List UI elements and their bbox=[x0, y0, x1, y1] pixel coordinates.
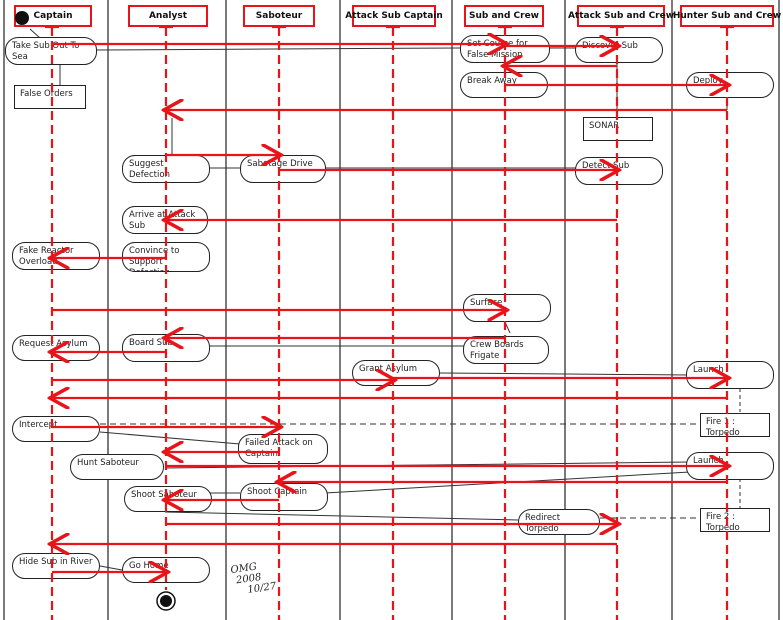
activity-failed-attack: Failed Attack on Captain bbox=[238, 434, 328, 464]
end-node-ring bbox=[156, 591, 176, 611]
object-sonar: SONAR bbox=[583, 117, 653, 141]
lane-header-saboteur: Saboteur bbox=[243, 5, 315, 27]
flow-line bbox=[99, 431, 241, 445]
object-fire-1-torpedo: Fire 1 : Torpedo bbox=[700, 413, 770, 438]
end-node bbox=[160, 595, 172, 607]
activity-intercept: Intercept bbox=[12, 416, 100, 442]
flow-line bbox=[99, 565, 123, 571]
start-node bbox=[15, 11, 29, 25]
activity-redirect-torpedo: Redirect Torpedo bbox=[518, 509, 600, 535]
object-fire-2-torpedo: Fire 2 : Torpedo bbox=[700, 508, 770, 533]
flow-line bbox=[439, 372, 691, 376]
object-false-orders: False Orders bbox=[14, 85, 86, 109]
activity-hunt-saboteur: Hunt Saboteur bbox=[70, 454, 164, 480]
flow-line bbox=[29, 28, 41, 39]
flow-line bbox=[94, 47, 461, 51]
flow-line bbox=[164, 511, 519, 521]
